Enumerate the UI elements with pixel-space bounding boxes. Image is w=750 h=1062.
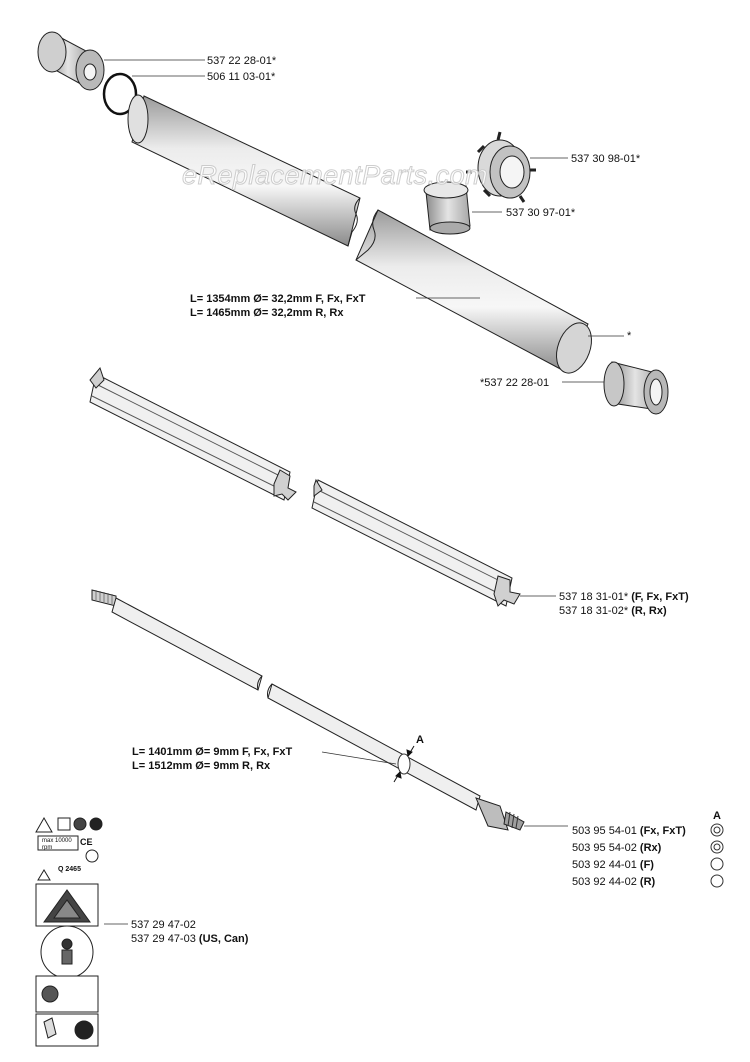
warning-decals [35, 816, 103, 1047]
end-cap-top [37, 31, 105, 91]
tube-length-line-2: L= 1465mm Ø= 32,2mm R, Rx [190, 307, 344, 319]
o-ring [102, 72, 138, 116]
shaft-variant-3-code: (F) [639, 859, 654, 871]
variant-circles [710, 823, 724, 888]
main-tube-lower [355, 209, 592, 374]
shaft-variant-3-number: 503 92 44-01 [572, 859, 637, 871]
bearing-tube-1-variant: (F, Fx, FxT) [631, 591, 689, 603]
decal-rpm-text: max 10000 rpm [42, 838, 72, 851]
shaft-variant-4-number: 503 92 44-02 [572, 876, 637, 888]
dimension-marker-a: A [416, 734, 424, 746]
part-label-decal-1: 537 29 47-02 [131, 919, 196, 931]
bearing-tube-upper [89, 366, 297, 501]
watermark: eReplacementParts.com [181, 160, 489, 191]
shaft-variant-1-number: 503 95 54-01 [572, 825, 637, 837]
dimension-arrows [393, 745, 415, 783]
shaft-variant-2-number: 503 95 54-02 [572, 842, 637, 854]
main-tube-upper [127, 94, 361, 247]
decal-code-text: Q 2465 [58, 866, 81, 873]
shaft-length-line-2: L= 1512mm Ø= 9mm R, Rx [132, 760, 271, 772]
part-label-decal-2: 537 29 47-03 (US, Can) [131, 933, 248, 945]
shaft-variant-2: 503 95 54-02 (Rx) [572, 842, 661, 854]
bearing-tube-lower [311, 478, 521, 607]
part-label-bearing-tube-1: 537 18 31-01* (F, Fx, FxT) [559, 591, 689, 603]
drive-shaft-upper [91, 589, 263, 691]
bearing-tube-2-number: 537 18 31-02* [559, 605, 629, 617]
shaft-variant-2-code: (Rx) [639, 842, 662, 854]
sleeve [423, 181, 471, 235]
decal-ce-mark: CE [80, 837, 93, 847]
part-label-sleeve: 537 30 97-01* [506, 207, 576, 219]
shaft-variant-1-code: (Fx, FxT) [639, 825, 686, 837]
variant-column-marker-a: A [713, 810, 721, 822]
decal-2-number: 537 29 47-03 [131, 933, 196, 945]
part-label-end-cap-bottom: *537 22 28-01 [480, 377, 550, 389]
shaft-variant-4-code: (R) [639, 876, 656, 888]
shaft-variant-4: 503 92 44-02 (R) [572, 876, 655, 888]
part-label-end-cap-top: 537 22 28-01* [207, 55, 277, 67]
clamp-ring [466, 131, 536, 203]
part-label-tube-star: * [627, 330, 632, 342]
part-label-clamp-ring: 537 30 98-01* [571, 153, 641, 165]
part-label-o-ring: 506 11 03-01* [207, 71, 276, 83]
part-label-bearing-tube-2: 537 18 31-02* (R, Rx) [559, 605, 667, 617]
tube-length-line-1: L= 1354mm Ø= 32,2mm F, Fx, FxT [190, 293, 366, 305]
decal-2-variant: (US, Can) [198, 933, 249, 945]
bearing-tube-2-variant: (R, Rx) [631, 605, 667, 617]
drive-shaft-lower [267, 683, 525, 831]
bearing-tube-1-number: 537 18 31-01* [559, 591, 629, 603]
shaft-variant-3: 503 92 44-01 (F) [572, 859, 654, 871]
end-cap-bottom [603, 361, 669, 415]
shaft-length-line-1: L= 1401mm Ø= 9mm F, Fx, FxT [132, 746, 293, 758]
shaft-variant-1: 503 95 54-01 (Fx, FxT) [572, 825, 686, 837]
